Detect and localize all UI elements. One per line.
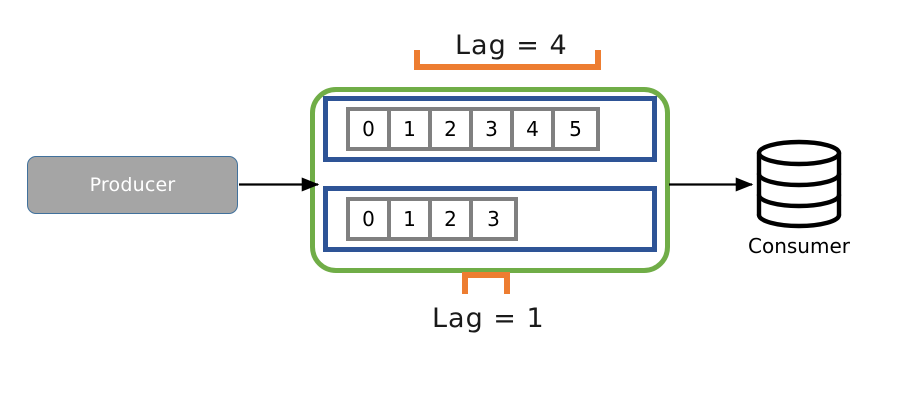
lag-top-bracket [414, 50, 601, 70]
offset-cell: 1 [391, 201, 432, 237]
offset-cell: 3 [473, 201, 514, 237]
producer-node[interactable]: Producer [27, 156, 238, 214]
partition-0-offsets: 0 1 2 3 4 5 [346, 107, 600, 151]
offset-cell: 3 [473, 111, 514, 147]
offset-cell: 4 [514, 111, 555, 147]
offset-cell: 1 [391, 111, 432, 147]
lag-top-label: Lag = 4 [455, 30, 568, 61]
lag-bottom-bracket [462, 272, 510, 294]
offset-cell: 2 [432, 111, 473, 147]
offset-cell: 2 [432, 201, 473, 237]
database-cylinder-icon [753, 138, 845, 230]
lag-bottom-label: Lag = 1 [432, 303, 545, 334]
partition-1-offsets: 0 1 2 3 [346, 197, 518, 241]
producer-label: Producer [89, 173, 176, 196]
offset-cell: 5 [555, 111, 596, 147]
offset-cell: 0 [350, 201, 391, 237]
consumer-label: Consumer [748, 234, 850, 258]
offset-cell: 0 [350, 111, 391, 147]
